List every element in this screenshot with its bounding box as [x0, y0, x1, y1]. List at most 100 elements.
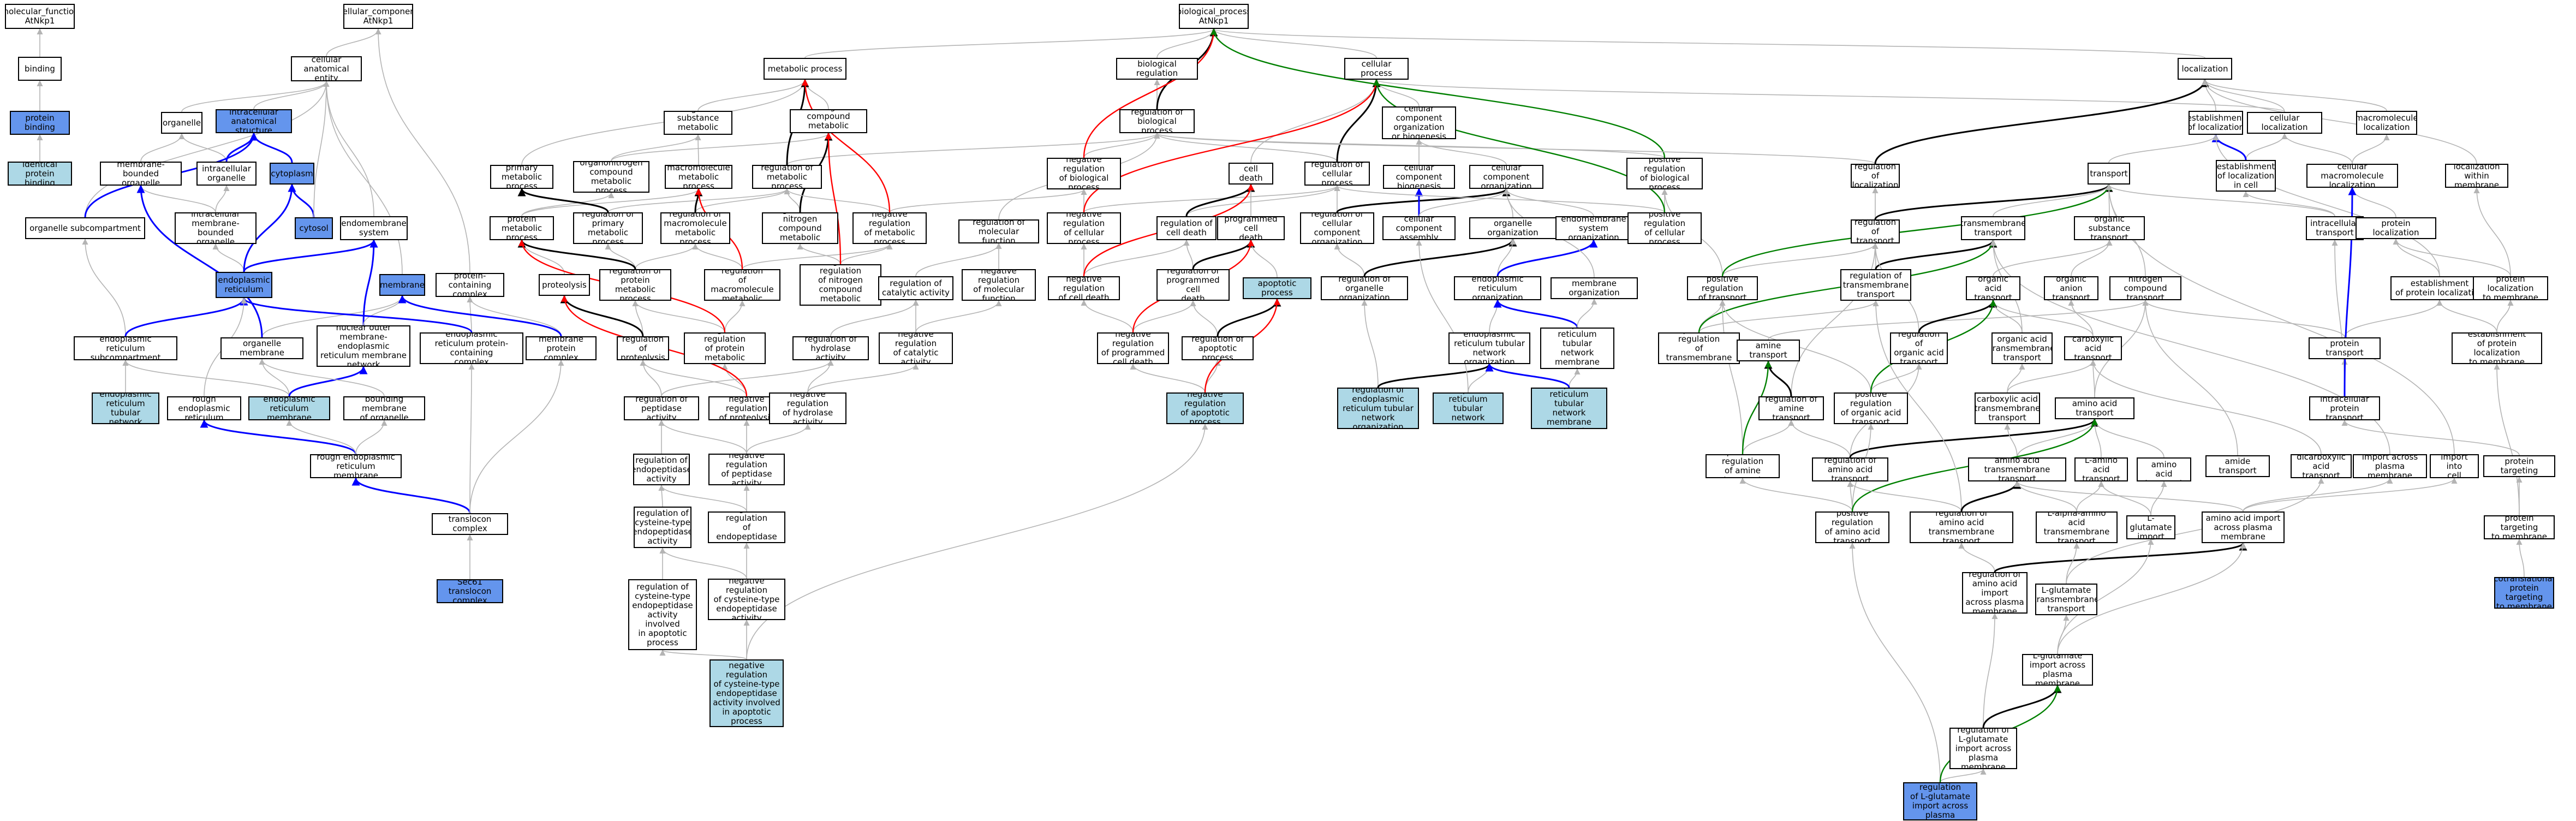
edge-is-a [1334, 243, 1365, 277]
go-term-endomembrane-system-organization: endomembrane system organization [1555, 216, 1632, 240]
go-term-organelle-membrane: organelle membrane [220, 337, 303, 359]
edge-is-a [313, 80, 330, 218]
edge-is-a [467, 296, 562, 337]
edge-pos-regulates [1721, 183, 2112, 277]
edge-is-a [2057, 542, 2246, 655]
edge-is-a [2108, 134, 2219, 163]
go-term-regulation-of-l-glutamate-import-across-plasma-membrane: regulation of L-glutamate import across … [1949, 728, 2017, 769]
go-term-cellular-component-biogenesis: cellular component biogenesis [1383, 165, 1455, 189]
edge-is-a [521, 192, 615, 217]
edge-is-a [259, 358, 385, 397]
edge-is-a [1489, 299, 1501, 333]
edge-is-a [1958, 542, 1995, 573]
go-term-positive-regulation-of-organic-acid-transport: positive regulation of organic acid tran… [1834, 392, 1908, 424]
edge-regulates [1994, 542, 2247, 573]
edge-is-a [1788, 419, 1851, 458]
edge-is-a [692, 243, 743, 270]
edge-is-a [695, 134, 701, 165]
go-term-cellular-component-assembly: cellular component assembly [1382, 216, 1456, 240]
go-term-l-glutamate-transmembrane-transport: L-glutamate transmembrane transport [2035, 584, 2097, 615]
go-term-amino-acid-import-across-plasma-membrane: amino acid import across plasma membrane [2202, 511, 2285, 543]
edge-is-a [1334, 185, 1665, 213]
go-term-regulation-of-cell-death: regulation of cell death [1156, 216, 1217, 240]
edge-is-a [724, 300, 746, 333]
go-term-biological-regulation: biological regulation [1116, 58, 1198, 80]
go-term-organic-acid-transport: organic acid transport [1966, 276, 2020, 300]
go-term-regulation-of-transmembrane-transport: regulation of transmembrane transport [1840, 269, 1911, 301]
go-term-regulation-of-cellular-component-organization: regulation of cellular component organiz… [1300, 212, 1374, 244]
go-term-regulation-of-metabolic-process: regulation of metabolic process [752, 165, 822, 189]
edge-is-a [1577, 298, 1597, 328]
go-term-protein-targeting: protein targeting [2483, 455, 2555, 477]
edge-is-a [830, 299, 919, 337]
go-term-er-protein-containing-complex: endoplasmic reticulum protein-containing… [420, 332, 523, 364]
go-term-negative-regulation-of-cell-death: negative regulation of cell death [1048, 276, 1120, 300]
edge-is-a [286, 419, 356, 455]
go-term-carboxylic-acid-transmembrane-transport: carboxylic acid transmembrane transport [1975, 392, 2040, 424]
edge-part-of [398, 295, 562, 337]
go-term-protein-metabolic-process: protein metabolic process [490, 216, 554, 240]
edge-part-of [1485, 363, 1570, 388]
edge-is-a [640, 359, 662, 397]
edge-is-a [1847, 480, 1962, 512]
edge-is-a [1993, 183, 2112, 217]
go-term-regulation-of-cysteine-type-endopeptidase-activity: regulation of cysteine-type endopeptidas… [634, 507, 691, 548]
go-term-organelle-subcompartment: organelle subcompartment [25, 217, 145, 239]
go-term-l-alpha-amino-acid-transmembrane-transport: L-alpha-amino acid transmembrane transpo… [2036, 511, 2118, 543]
edge-is-a [1993, 239, 2113, 277]
edge-part-of [240, 297, 473, 333]
edge-is-a [1503, 188, 1594, 217]
edge-is-a [2494, 363, 2520, 516]
go-term-protein-localization-to-membrane: protein localization to membrane [2473, 276, 2548, 300]
go-term-regulation-of-amino-acid-transport: regulation of amino acid transport [1812, 457, 1888, 481]
go-term-negative-regulation-of-protein-metabolic-process: negative regulation of protein metabolic… [684, 332, 766, 364]
edge-regulates [1192, 239, 1255, 270]
go-term-nitrogen-compound-metabolic-process: nitrogen compound metabolic process [790, 109, 867, 133]
edge-is-a [2243, 477, 2458, 512]
edge-is-a [640, 359, 747, 397]
go-term-regulation-of-cellular-process: regulation of cellular process [1304, 162, 1370, 186]
edge-is-a [1990, 299, 2094, 337]
go-term-cotranslational-protein-targeting-to-membrane: cotranslational protein targeting to mem… [2494, 577, 2554, 609]
go-term-endoplasmic-reticulum: endoplasmic reticulum [216, 272, 272, 298]
go-term-establishment-of-localization-in-cell: establishment of localization in cell [2216, 160, 2276, 192]
go-term-cellular-component-organization: cellular component organization [1469, 165, 1543, 189]
go-term-positive-regulation-of-transport: positive regulation of transport [1687, 276, 1758, 300]
edge-regulates [1185, 183, 1255, 217]
go-term-cytosol: cytosol [295, 217, 333, 239]
edge-part-of [1493, 299, 1578, 328]
go-term-negative-regulation-of-programmed-cell-death: negative regulation of programmed cell d… [1097, 332, 1169, 364]
go-term-regulation-of-endopeptidase-activity: regulation of endopeptidase activity [633, 454, 690, 485]
go-term-carboxylic-acid-transport: carboxylic acid transport [2064, 336, 2122, 360]
edge-is-a [1742, 419, 1794, 455]
edge-is-a [2017, 418, 2098, 458]
edge-is-a [1497, 238, 1516, 277]
edge-is-a [2014, 480, 2244, 512]
edge-is-a [746, 423, 811, 454]
edge-is-a [2202, 79, 2285, 112]
edge-is-a [840, 243, 893, 265]
edge-is-a [1248, 239, 1278, 278]
go-term-protein-targeting-to-membrane: protein targeting to membrane [2484, 515, 2555, 539]
edge-part-of [362, 239, 378, 326]
edge-is-a [2057, 538, 2154, 655]
edge-is-a [1361, 299, 1379, 388]
go-term-transmembrane-transport: transmembrane transport [1961, 216, 2025, 240]
edge-regulates [517, 188, 609, 213]
edge-part-of [136, 185, 263, 338]
edge-regulates [1363, 238, 1517, 277]
go-term-regulation-of-catalytic-activity: regulation of catalytic activity [878, 276, 953, 300]
edge-is-a [2076, 480, 2104, 512]
go-term-organelle: organelle [161, 112, 202, 134]
edge-is-a [2071, 239, 2113, 277]
edge-is-a [375, 28, 470, 273]
go-term-bounding-membrane-of-organelle: bounding membrane of organelle [343, 396, 425, 420]
edge-is-a [1870, 363, 1922, 393]
edge-is-a [658, 484, 665, 507]
edge-is-a [1768, 299, 2149, 340]
go-term-negative-regulation-of-peptidase-activity: negative regulation of peptidase activit… [708, 454, 785, 485]
edge-is-a [2243, 477, 2393, 512]
edge-is-a [2496, 299, 2514, 333]
edge-is-a [1130, 363, 1206, 393]
